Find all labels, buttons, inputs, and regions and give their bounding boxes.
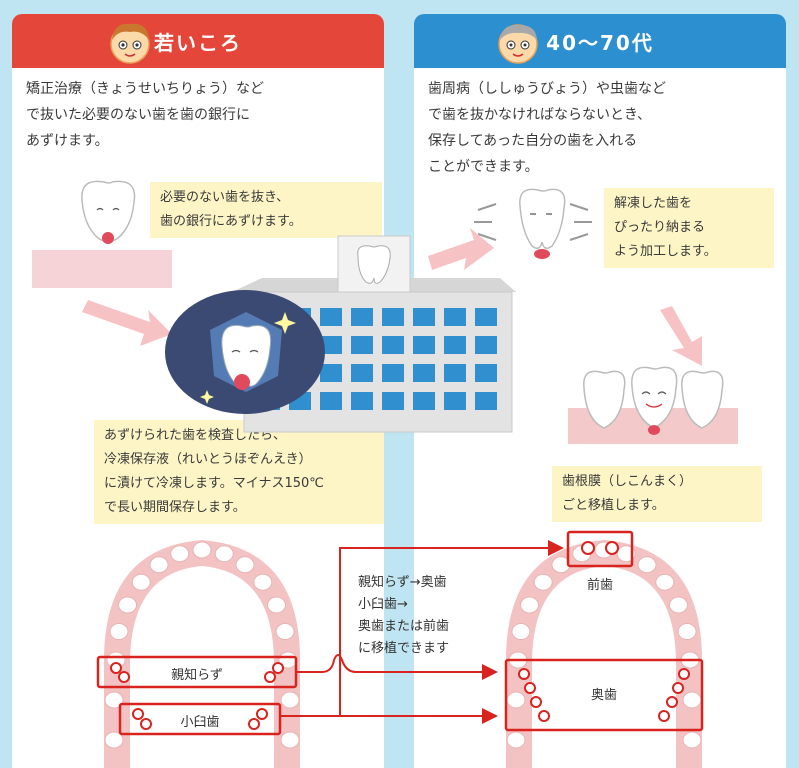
- window-pane: [475, 392, 497, 410]
- window-pane: [444, 336, 466, 354]
- young-jaw-diagram: [104, 540, 300, 768]
- window-pane: [351, 336, 373, 354]
- jaw-tooth: [275, 623, 295, 641]
- jaw-tooth: [637, 556, 657, 574]
- jaw-tooth: [668, 596, 688, 614]
- premolar-box: [118, 702, 282, 736]
- extract-note: 必要のない歯を抜き、 歯の銀行にあずけます。: [150, 182, 382, 238]
- jaw-tooth: [506, 731, 526, 749]
- window-pane: [382, 364, 404, 382]
- jaw-tooth: [655, 573, 675, 591]
- window-pane: [351, 392, 373, 410]
- wisdom-tooth-label: 親知らず: [171, 668, 223, 683]
- thawed-tooth-icon: [474, 188, 592, 259]
- young-header-label: 若いころ: [154, 30, 242, 55]
- jaw-tooth: [533, 573, 553, 591]
- arrow-down-right-icon: [82, 300, 172, 346]
- window-pane: [382, 308, 404, 326]
- window-pane: [351, 364, 373, 382]
- jaw-tooth: [118, 596, 138, 614]
- transfer-note: 親知らず→奥歯 小臼歯→ 奥歯または前歯 に移植できます: [358, 574, 449, 656]
- window-pane: [320, 308, 342, 326]
- jaw-tooth: [192, 541, 212, 559]
- jaw-tooth: [131, 573, 151, 591]
- tooth-icon: [81, 180, 136, 244]
- back-teeth-box: [504, 658, 704, 732]
- jaw-tooth: [511, 623, 531, 641]
- window-pane: [413, 392, 435, 410]
- jaw-tooth: [104, 731, 124, 749]
- frozen-tooth-icon: [165, 290, 325, 414]
- jaw-tooth: [104, 691, 124, 709]
- window-pane: [413, 336, 435, 354]
- boy-avatar-icon: [110, 23, 150, 64]
- young-header: 若いころ: [12, 14, 384, 68]
- freeze-note: あずけられた歯を検査したら、 冷凍保存液（れいとうほぞんえき） に漬けて冷凍しま…: [94, 420, 384, 524]
- svg-text:奥歯または前歯: 奥歯または前歯: [358, 618, 449, 634]
- front-teeth-box: [566, 530, 634, 568]
- window-pane: [320, 364, 342, 382]
- window-pane: [444, 392, 466, 410]
- front-teeth-label: 前歯: [586, 578, 613, 593]
- box-dots-right: [518, 541, 690, 722]
- transplanted-teeth-icon: [568, 366, 738, 444]
- window-pane: [413, 364, 435, 382]
- box-dots-left: [110, 662, 284, 730]
- senior-jaw-diagram: [506, 540, 702, 768]
- senior-header-label: 40〜70代: [546, 30, 654, 55]
- window-pane: [475, 308, 497, 326]
- window-pane: [413, 308, 435, 326]
- window-pane: [351, 308, 373, 326]
- senior-intro: 歯周病（ししゅうびょう）や虫歯など で歯を抜かなければならないとき、 保存してあ…: [428, 81, 666, 175]
- arrow-right-icon: [428, 228, 494, 270]
- svg-text:親知らず→奥歯: 親知らず→奥歯: [358, 574, 447, 590]
- jaw-tooth: [520, 596, 540, 614]
- window-pane: [382, 392, 404, 410]
- jaw-tooth: [677, 623, 697, 641]
- panel-gap: [384, 520, 414, 768]
- jaw-tooth: [682, 731, 702, 749]
- svg-text:小臼歯→: 小臼歯→: [358, 597, 408, 612]
- window-pane: [475, 336, 497, 354]
- jaw-tooth: [280, 691, 300, 709]
- gum-strip: [32, 250, 172, 288]
- window-pane: [444, 364, 466, 382]
- senior-header: 40〜70代: [414, 14, 786, 68]
- window-pane: [382, 336, 404, 354]
- transplant-note: 歯根膜（しこんまく） ごと移植します。: [552, 466, 762, 522]
- window-pane: [444, 308, 466, 326]
- jaw-tooth: [149, 556, 169, 574]
- young-intro: 矯正治療（きょうせいちりょう）など で抜いた必要のない歯を歯の銀行に あずけます…: [26, 81, 264, 149]
- jaw-tooth: [109, 623, 129, 641]
- jaw-tooth: [253, 573, 273, 591]
- jaw-tooth: [280, 731, 300, 749]
- transfer-connectors: [280, 540, 564, 724]
- jaw-tooth: [235, 556, 255, 574]
- thaw-note: 解凍した歯を ぴったり納まる よう加工します。: [604, 188, 774, 268]
- svg-text:に移植できます: に移植できます: [358, 641, 449, 656]
- window-pane: [320, 392, 342, 410]
- back-teeth-label: 奥歯: [590, 688, 617, 703]
- premolar-label: 小臼歯: [180, 715, 220, 730]
- senior-avatar-icon: [498, 24, 538, 64]
- window-pane: [475, 364, 497, 382]
- jaw-tooth: [170, 545, 190, 563]
- arrow-down-icon: [660, 306, 702, 366]
- jaw-tooth: [214, 545, 234, 563]
- jaw-tooth: [551, 556, 571, 574]
- window-pane: [320, 336, 342, 354]
- jaw-tooth: [266, 596, 286, 614]
